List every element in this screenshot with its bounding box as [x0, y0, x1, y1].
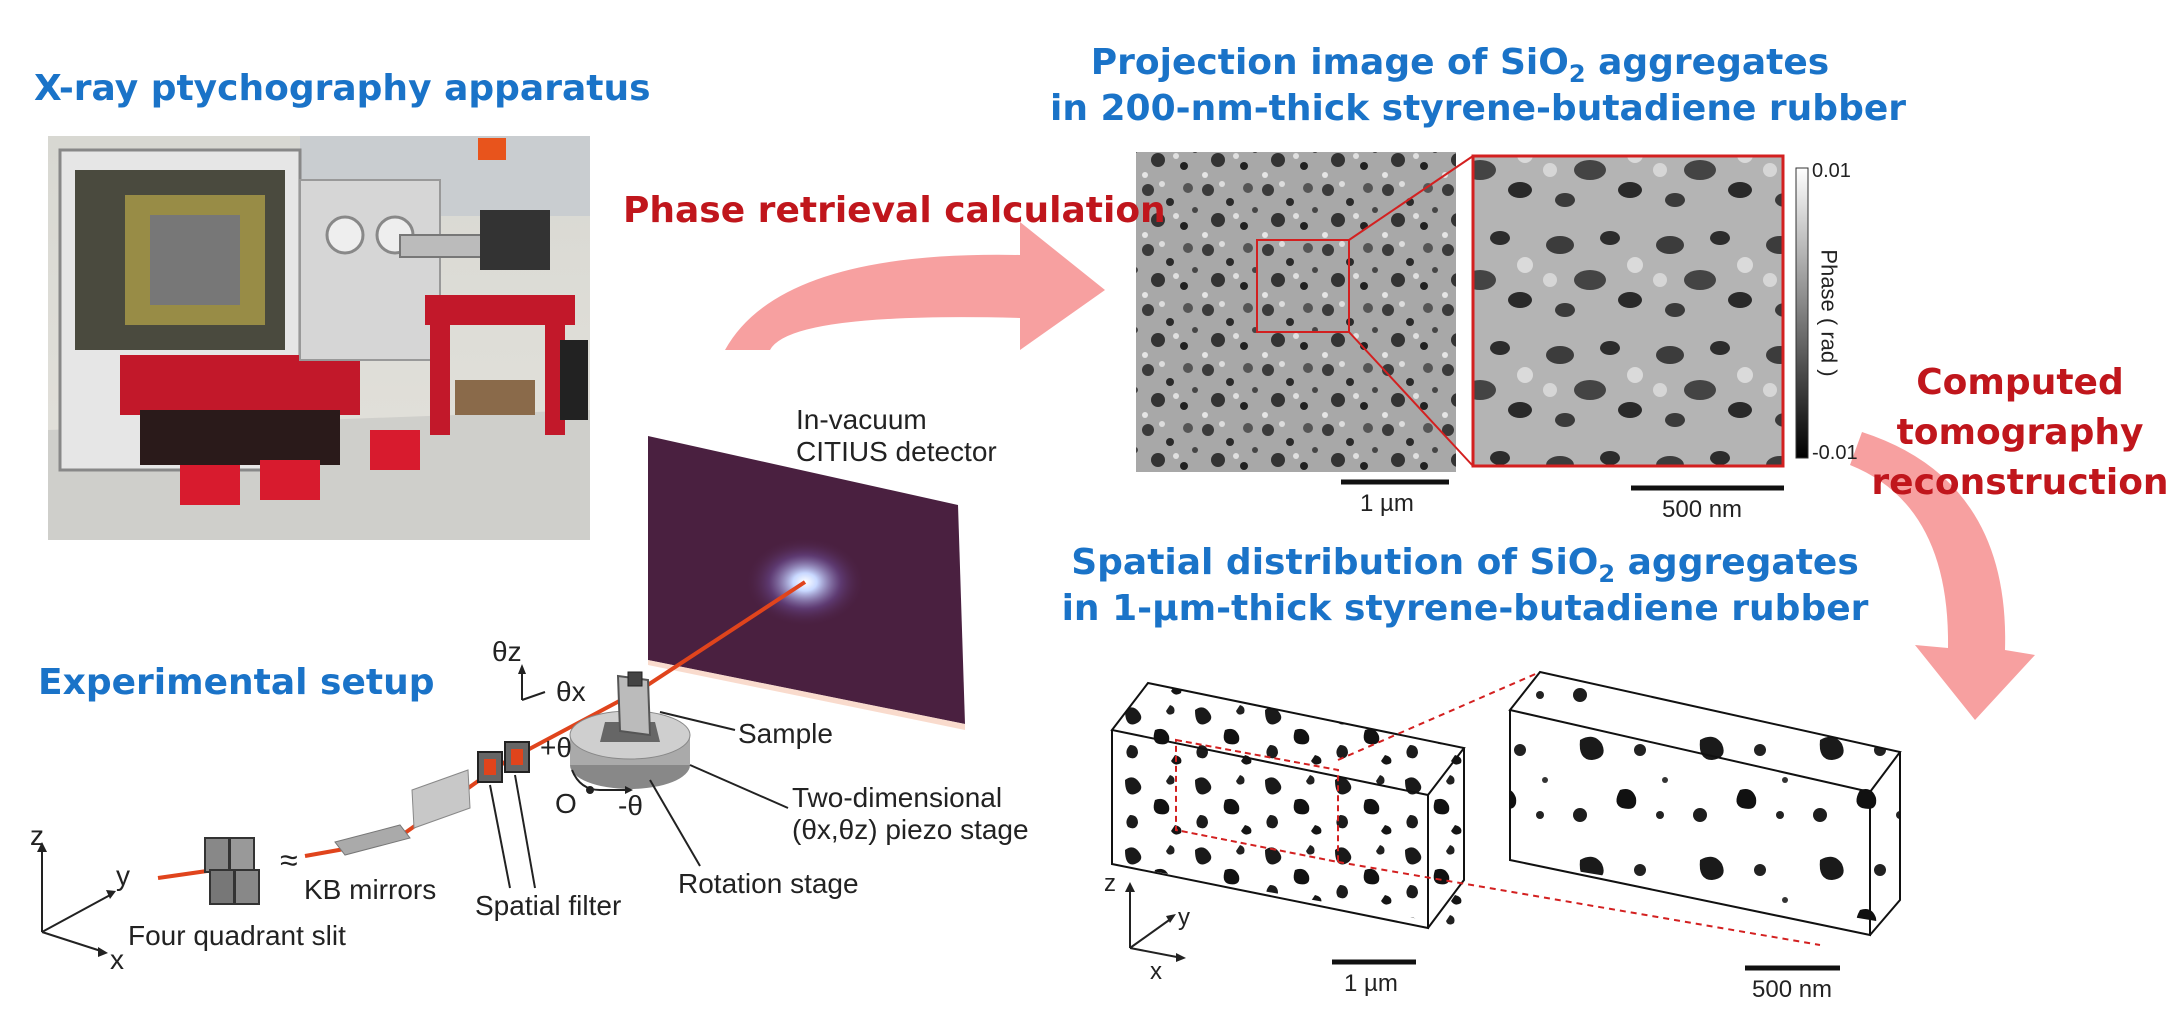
- ct-label-line2: tomography: [1896, 412, 2144, 453]
- projection-image-wide: [1136, 152, 1456, 472]
- colorbar-min: -0.01: [1812, 442, 1858, 464]
- beam-break-symbol: ≈: [280, 842, 298, 878]
- projection-scale-left: 1 µm: [1360, 490, 1414, 517]
- projection-title-part2: aggregates: [1585, 42, 1830, 83]
- kb-label: KB mirrors: [304, 874, 437, 905]
- tomo-axis-y-label: y: [1178, 904, 1190, 931]
- lab-axis-x-label: x: [110, 944, 124, 975]
- setup-title: Experimental setup: [38, 662, 435, 703]
- piezo-label: Two-dimensional (θx,θz) piezo stage: [792, 782, 1029, 846]
- sample-label: Sample: [738, 718, 833, 749]
- kb-mirror-horizontal: [334, 824, 411, 856]
- lab-axis-z-label: z: [30, 820, 44, 851]
- spatial-title-line2: in 1-µm-thick styrene-butadiene rubber: [1061, 588, 1869, 630]
- colorbar-max: 0.01: [1812, 160, 1851, 182]
- spatial-title-part1: Spatial distribution of SiO: [1071, 542, 1599, 583]
- detector-label: In-vacuum CITIUS detector: [796, 404, 997, 468]
- plus-theta-label: +θ: [540, 732, 572, 763]
- tomo-axis-z-label: z: [1104, 870, 1116, 897]
- detector-label-line1: In-vacuum: [796, 404, 927, 435]
- spatial-title-part2: aggregates: [1615, 542, 1859, 583]
- lab-axis-y-label: y: [116, 860, 130, 891]
- phase-retrieval-arrow: [725, 222, 1105, 350]
- piezo-label-line2: (θx,θz) piezo stage: [792, 814, 1029, 845]
- colorbar: [1795, 167, 1809, 459]
- spatial-title-subscript: 2: [1598, 560, 1616, 589]
- tomo-volume-wide: [1110, 681, 1466, 930]
- phase-retrieval-label: Phase retrieval calculation: [623, 190, 1166, 231]
- slit-label: Four quadrant slit: [128, 920, 346, 951]
- rotation-label: Rotation stage: [678, 868, 859, 899]
- detector-label-line2: CITIUS detector: [796, 436, 997, 467]
- tomo-axes: [1125, 882, 1186, 962]
- projection-title: Projection image of SiO2 aggregates in 2…: [1050, 42, 1906, 129]
- piezo-label-line1: Two-dimensional: [792, 782, 1003, 813]
- colorbar-label: Phase ( rad ): [1816, 249, 1842, 377]
- tomo-scale-right: 500 nm: [1752, 976, 1833, 1003]
- projection-image-zoom: [1471, 154, 1785, 468]
- spatial-filter: [477, 741, 530, 783]
- lab-axes: [37, 842, 116, 957]
- ct-label-line3: reconstruction: [1871, 462, 2169, 503]
- origin-label: O: [555, 788, 577, 819]
- rotation-stage: [569, 710, 691, 789]
- projection-title-part1: Projection image of SiO: [1090, 42, 1569, 83]
- projection-title-subscript: 2: [1568, 60, 1586, 89]
- ct-reconstruction-arrow: [1850, 432, 2035, 720]
- theta-z-label: θz: [492, 636, 522, 667]
- apparatus-photo: [48, 136, 590, 540]
- projection-scale-right: 500 nm: [1662, 496, 1743, 523]
- ct-label-line1: Computed: [1916, 362, 2124, 403]
- tomo-axis-x-label: x: [1150, 958, 1162, 985]
- apparatus-title: X-ray ptychography apparatus: [34, 68, 651, 109]
- spatial-title: Spatial distribution of SiO2 aggregates …: [1040, 542, 1890, 629]
- tomo-scale-left: 1 µm: [1344, 970, 1398, 997]
- tomo-volume-zoom: [1508, 670, 1902, 937]
- spatial-filter-label: Spatial filter: [475, 890, 622, 921]
- ct-label: Computed tomography reconstruction: [1870, 358, 2170, 508]
- zoom-box: [1256, 239, 1350, 333]
- kb-mirror-vertical: [411, 769, 471, 829]
- minus-theta-label: -θ: [618, 790, 643, 821]
- four-quadrant-slit: [204, 837, 260, 905]
- projection-title-line2: in 200-nm-thick styrene-butadiene rubber: [1050, 88, 1907, 130]
- theta-x-label: θx: [556, 676, 586, 707]
